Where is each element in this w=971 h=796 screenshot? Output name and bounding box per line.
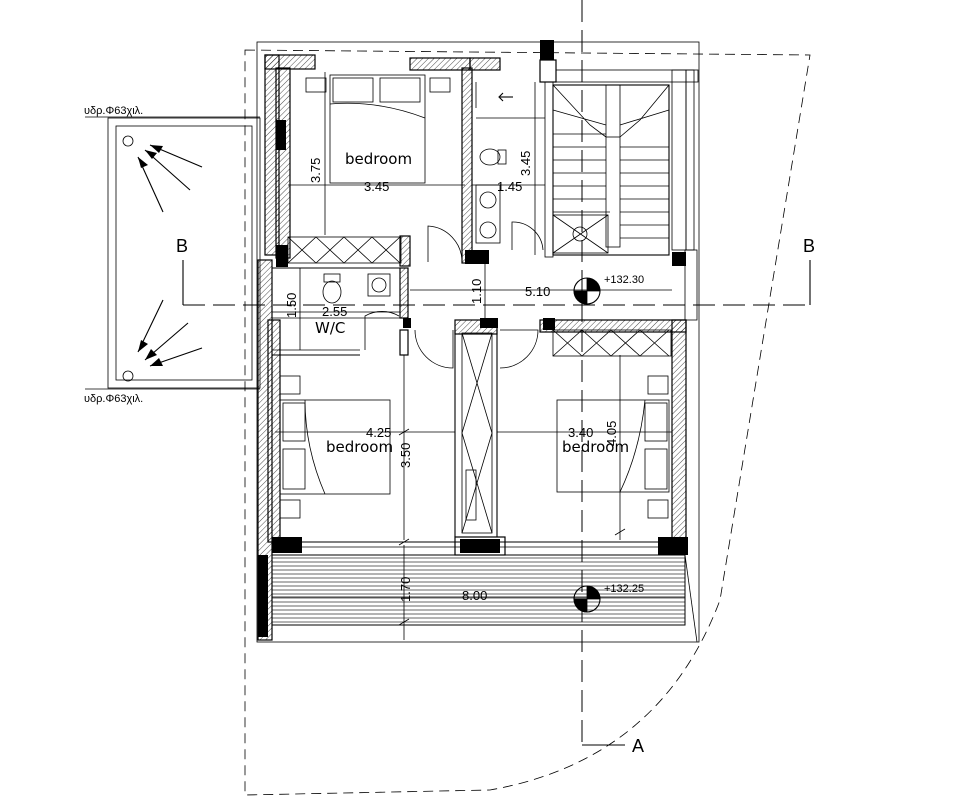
dim-wc-height: 1.50 <box>284 293 299 318</box>
room-label-bedroom-right: bedroom <box>562 438 629 456</box>
plot-boundary <box>244 49 811 796</box>
section-label-right: B <box>803 236 815 256</box>
dim-left-bed-width: 4.25 <box>366 425 391 440</box>
gutter-label-bottom: υδρ.Φ63χιλ. <box>84 393 143 405</box>
dimension-lines <box>272 72 685 640</box>
dim-bath-width: 1.45 <box>497 179 522 194</box>
room-label-bedroom-left: bedroom <box>326 438 393 456</box>
section-line-a: A <box>581 0 644 756</box>
level-marker-balcony: +132.25 <box>573 583 644 613</box>
gutter-label-top: υδρ.Φ63χιλ. <box>84 105 143 117</box>
dim-bath-height: 3.45 <box>518 151 533 176</box>
balcony <box>258 554 698 643</box>
section-label-left: B <box>176 236 188 256</box>
level-label-upper: +132.30 <box>604 274 644 286</box>
room-label-bedroom-top: bedroom <box>345 150 412 168</box>
dim-wc-width: 2.55 <box>322 304 347 319</box>
section-line-b: B B <box>176 236 815 306</box>
section-label-bottom: A <box>632 736 644 756</box>
dim-balcony-height: 1.70 <box>398 577 413 602</box>
beds <box>279 74 670 519</box>
dim-right-bed-width: 3.40 <box>568 425 593 440</box>
doors <box>364 221 544 369</box>
exterior-walls <box>256 40 700 643</box>
dim-right-bed-height: 4.05 <box>604 421 619 446</box>
roof-overhang: υδρ.Φ63χιλ. υδρ.Φ63χιλ. <box>84 105 261 405</box>
sanitary-fixtures <box>272 82 545 319</box>
dim-hall-height: 1.10 <box>469 279 484 304</box>
dim-top-bed-width: 3.45 <box>364 179 389 194</box>
level-label-balcony: +132.25 <box>604 583 644 595</box>
level-marker-upper: +132.30 <box>573 274 644 305</box>
dim-left-bed-height: 3.50 <box>398 443 413 468</box>
dim-top-bed-height: 3.75 <box>308 158 323 183</box>
dim-balcony-width: 8.00 <box>462 588 487 603</box>
interior-walls <box>272 67 687 537</box>
dim-hall-width: 5.10 <box>525 284 550 299</box>
wardrobes <box>287 236 672 534</box>
room-label-wc: W/C <box>315 319 345 337</box>
staircase <box>552 84 670 256</box>
